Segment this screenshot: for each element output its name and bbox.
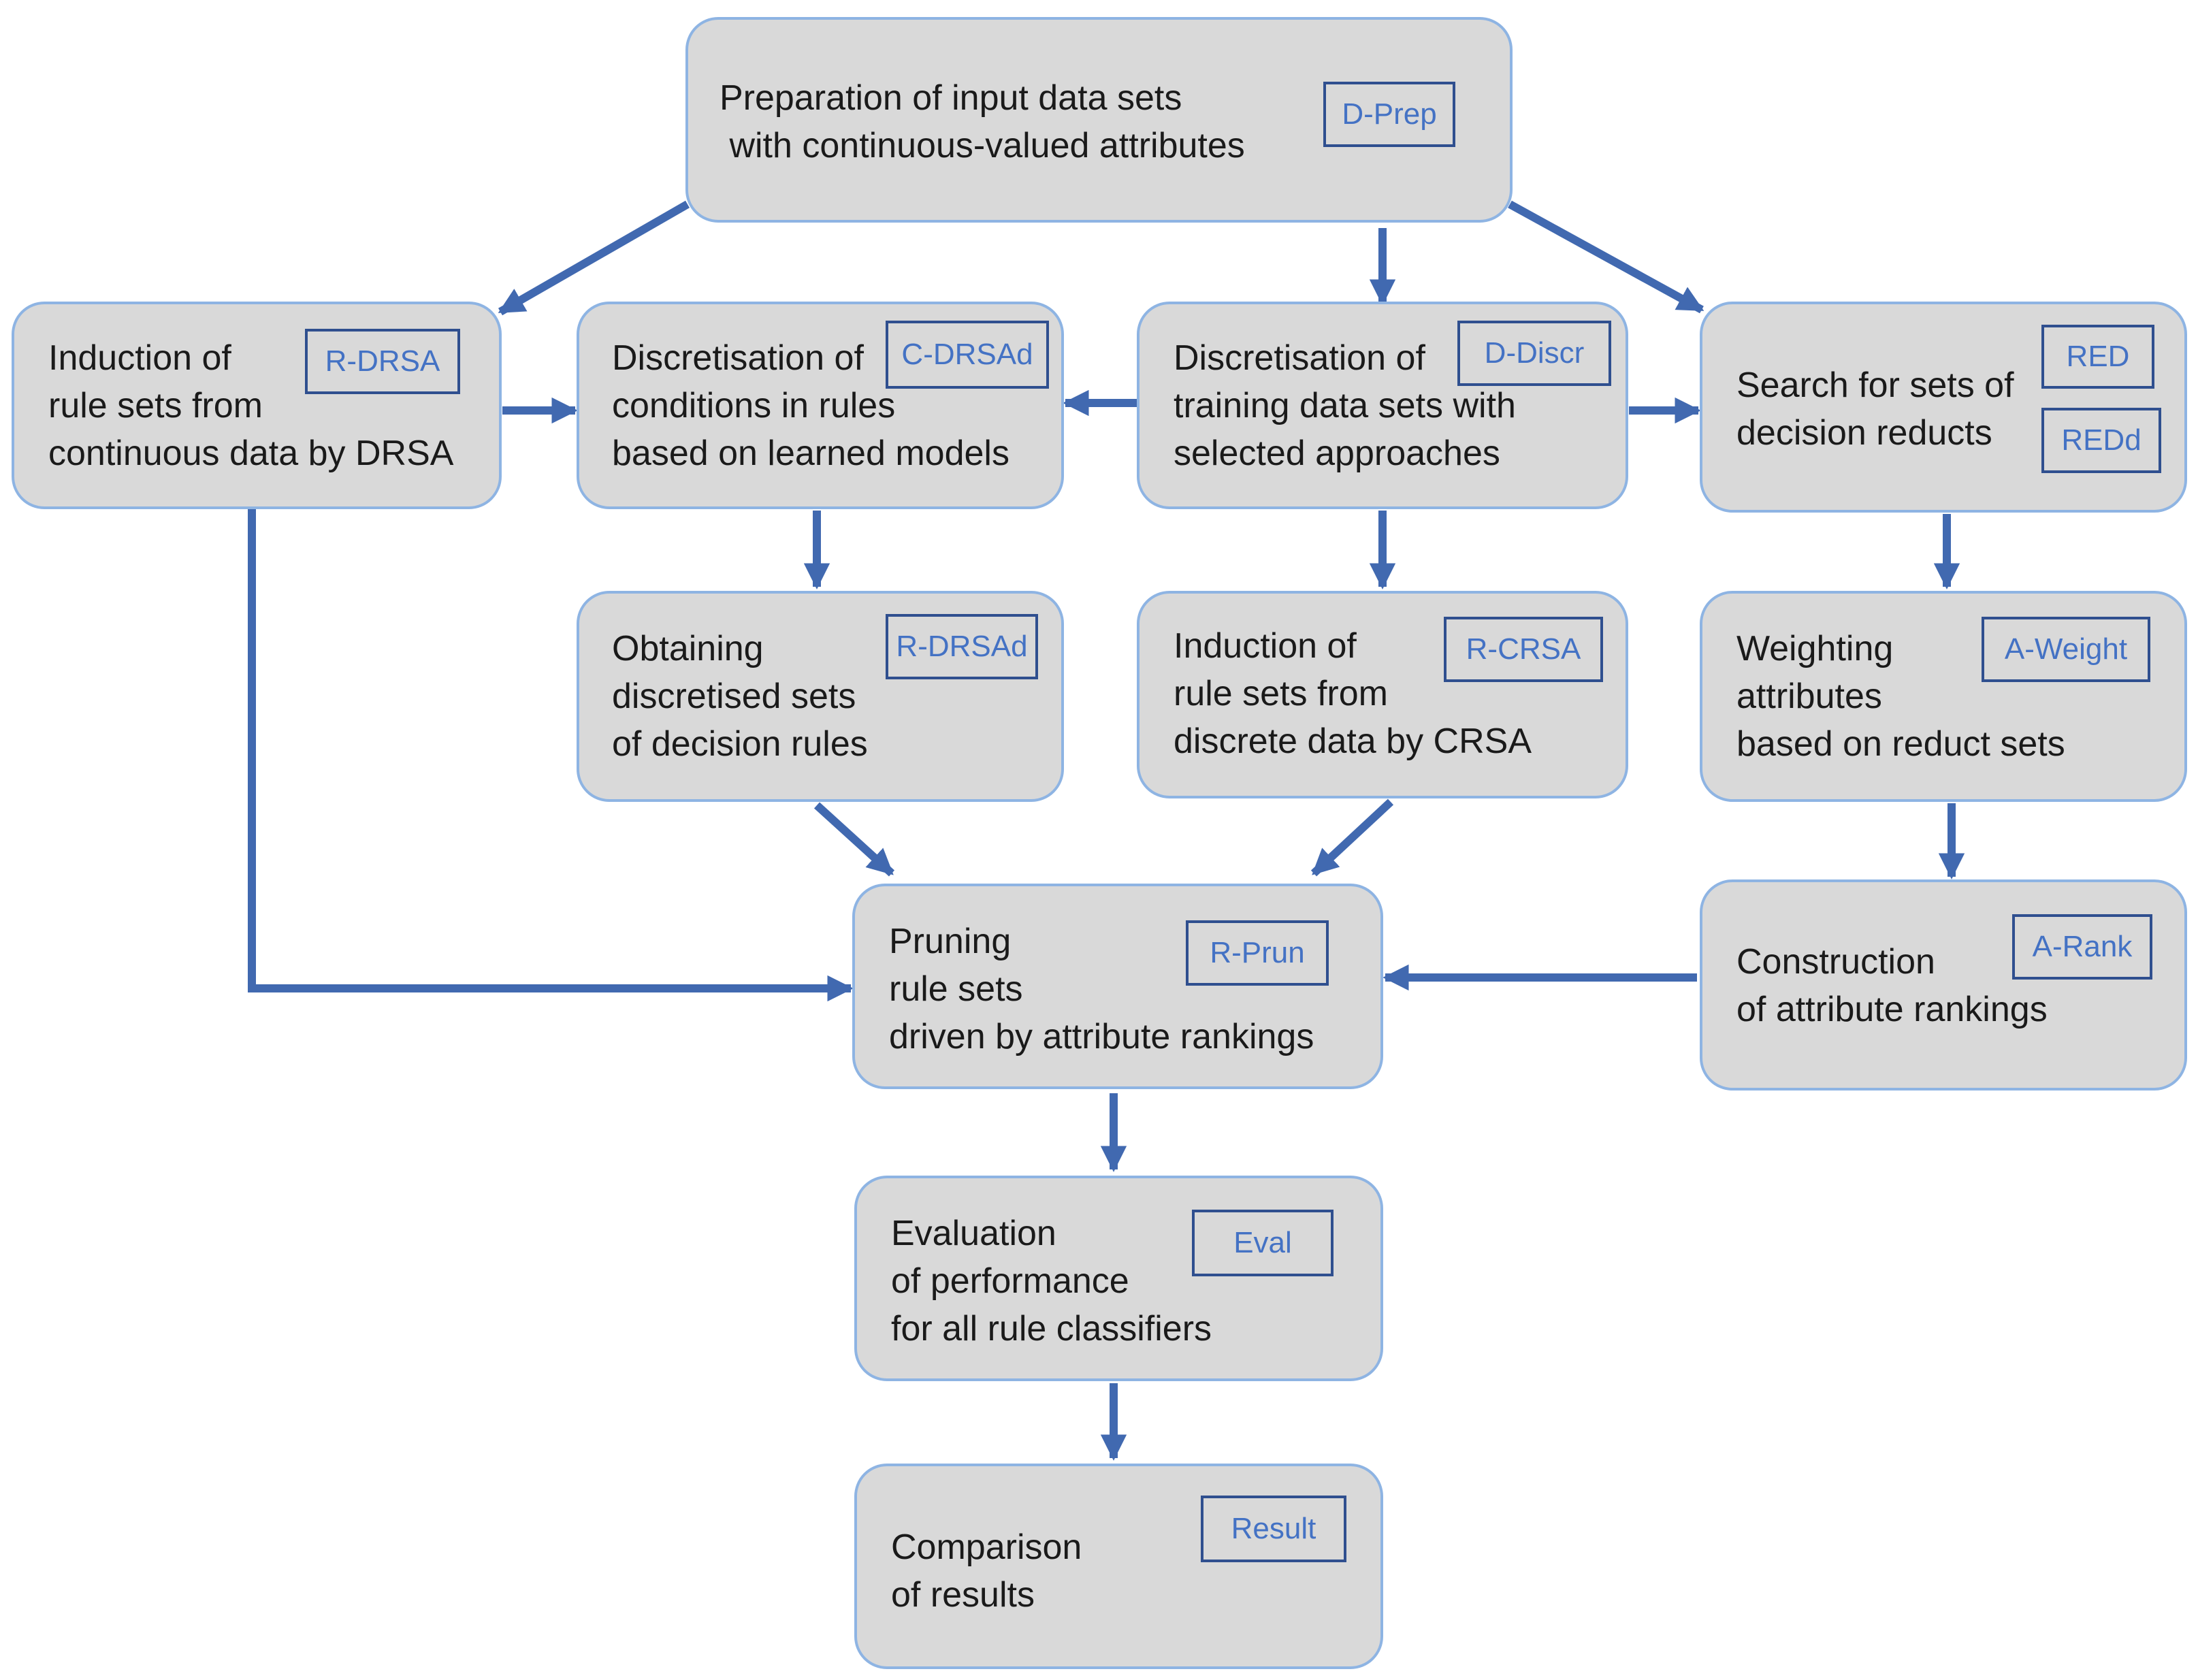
node-rule-induction-drsa: Induction of rule sets from continuous d…: [12, 302, 502, 509]
node-tag: A-Weight: [1982, 617, 2150, 682]
node-line: of attribute rankings: [1736, 990, 2048, 1029]
arrow-rdrsad-to-rprun: [813, 802, 895, 877]
node-tag: C-DRSAd: [886, 321, 1049, 389]
node-line: Induction of: [48, 338, 231, 378]
node-line: Induction of: [1174, 626, 1357, 666]
node-line: rule sets from: [1174, 674, 1388, 713]
node-line: decision reducts: [1736, 413, 1992, 453]
node-tag: D-Discr: [1457, 321, 1611, 386]
node-line: Construction: [1736, 942, 1935, 982]
node-tag: R-Prun: [1186, 920, 1329, 986]
node-tag: Result: [1201, 1496, 1346, 1562]
node-evaluation: Evaluation of performance for all rule c…: [854, 1176, 1383, 1381]
node-line: based on learned models: [612, 434, 1009, 473]
node-tag: R-DRSA: [305, 329, 460, 394]
node-line: Pruning: [889, 922, 1012, 961]
node-line: Discretisation of: [612, 338, 864, 378]
node-discretised-decision-rules: Obtaining discretised sets of decision r…: [577, 591, 1064, 802]
node-line: of results: [891, 1575, 1035, 1615]
node-line: Discretisation of: [1174, 338, 1425, 378]
node-line: rule sets from: [48, 386, 263, 425]
node-line: driven by attribute rankings: [889, 1017, 1314, 1056]
node-weighting-attributes: Weighting attributes based on reduct set…: [1700, 591, 2187, 802]
node-line: of decision rules: [612, 724, 868, 764]
node-data-preparation: Preparation of input data sets with cont…: [685, 17, 1513, 223]
node-discretisation-of-training-data: Discretisation of training data sets wit…: [1137, 302, 1628, 509]
node-tag: REDd: [2041, 408, 2161, 473]
node-tag: RED: [2041, 325, 2154, 389]
node-line: with continuous-valued attributes: [720, 126, 1245, 165]
arrow-rcrsa-to-rprun: [1310, 798, 1394, 877]
node-tag: A-Rank: [2012, 914, 2152, 980]
node-line: rule sets: [889, 969, 1023, 1009]
node-tag: D-Prep: [1323, 82, 1455, 147]
node-line: Weighting: [1736, 629, 1894, 668]
node-line: Evaluation: [891, 1214, 1056, 1253]
node-tag: R-CRSA: [1444, 617, 1603, 682]
arrow-dprep-to-red: [1508, 200, 1704, 314]
node-line: of performance: [891, 1261, 1129, 1301]
node-comparison-of-results: Comparison of results Result: [854, 1464, 1383, 1669]
node-line: Search for sets of: [1736, 366, 2014, 405]
node-search-for-reducts: Search for sets of decision reducts RED …: [1700, 302, 2187, 513]
node-line: discretised sets: [612, 677, 856, 716]
node-attribute-rankings: Construction of attribute rankings A-Ran…: [1700, 879, 2187, 1091]
arrow-rdrsa-to-rprun: [248, 509, 854, 1002]
node-line: Obtaining: [612, 629, 764, 668]
node-line: discrete data by CRSA: [1174, 722, 1532, 761]
node-line: training data sets with: [1174, 386, 1516, 425]
node-line: Preparation of input data sets: [720, 78, 1182, 118]
node-line: selected approaches: [1174, 434, 1500, 473]
node-pruning-rule-sets: Pruning rule sets driven by attribute ra…: [852, 884, 1383, 1089]
arrow-dprep-to-rdrsa: [498, 200, 690, 316]
node-line: for all rule classifiers: [891, 1309, 1212, 1348]
node-tag: Eval: [1192, 1210, 1334, 1276]
node-line: attributes: [1736, 677, 1882, 716]
node-line: Comparison: [891, 1528, 1082, 1567]
node-line: continuous data by DRSA: [48, 434, 454, 473]
node-discretisation-of-conditions: Discretisation of conditions in rules ba…: [577, 302, 1064, 509]
node-tag: R-DRSAd: [886, 614, 1038, 679]
node-rule-induction-crsa: Induction of rule sets from discrete dat…: [1137, 591, 1628, 798]
node-line: based on reduct sets: [1736, 724, 2065, 764]
node-line: conditions in rules: [612, 386, 896, 425]
